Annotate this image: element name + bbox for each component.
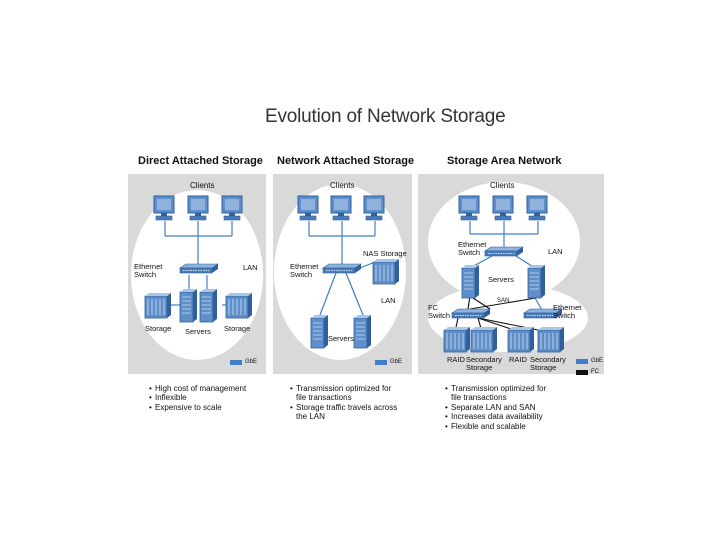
san-fc-swatch bbox=[576, 370, 588, 375]
das-client-icon bbox=[153, 195, 175, 221]
san-client-icon bbox=[458, 195, 480, 221]
das-switch-label: Ethernet Switch bbox=[134, 262, 163, 279]
san-secondary2-label: Secondary Storage bbox=[530, 355, 566, 372]
nas-lan-label: LAN bbox=[381, 296, 396, 305]
nas-servers-label: Servers bbox=[328, 334, 354, 343]
san-switch-label: Ethernet Switch bbox=[458, 240, 487, 257]
nas-switch-label: Ethernet Switch bbox=[290, 262, 319, 279]
nas-storage-icon bbox=[372, 258, 400, 285]
san-client-icon bbox=[492, 195, 514, 221]
nas-server-icon bbox=[310, 314, 329, 349]
nas-server-icon bbox=[353, 314, 372, 349]
das-client-icon bbox=[221, 195, 243, 221]
das-storage-icon bbox=[144, 292, 172, 319]
das-servers-label: Servers bbox=[185, 327, 211, 336]
san-raid-icon bbox=[507, 326, 535, 353]
san-eth-switch2-label: Ethernet Switch bbox=[553, 303, 582, 320]
san-secondary-storage-icon bbox=[537, 326, 565, 353]
das-lan-label: LAN bbox=[243, 263, 258, 272]
nas-legend-gbe: GbE bbox=[390, 359, 403, 365]
san-legend-fc: FC bbox=[591, 369, 599, 375]
das-gbe-swatch bbox=[230, 360, 242, 365]
san-heading: Storage Area Network bbox=[447, 155, 562, 167]
das-bullets: High cost of management Inflexible Expen… bbox=[149, 384, 246, 413]
nas-client-icon bbox=[297, 195, 319, 221]
nas-clients-label: Clients bbox=[330, 181, 355, 190]
nas-client-icon bbox=[330, 195, 352, 221]
san-lan-label: LAN bbox=[548, 247, 563, 256]
san-fc-switch-label: FC Switch bbox=[428, 303, 451, 320]
nas-client-icon bbox=[363, 195, 385, 221]
das-client-icon bbox=[187, 195, 209, 221]
das-heading: Direct Attached Storage bbox=[138, 155, 263, 167]
nas-bullet: Storage traffic travels across the LAN bbox=[290, 403, 397, 422]
san-client-icon bbox=[526, 195, 548, 221]
san-san-label: SAN bbox=[497, 298, 510, 304]
das-storage-icon bbox=[225, 292, 253, 319]
san-bullet: Increases data availability bbox=[445, 412, 546, 422]
san-server-icon bbox=[461, 264, 480, 299]
san-raid-icon bbox=[443, 326, 471, 353]
san-ethernet-switch-icon bbox=[484, 246, 524, 257]
page-title: Evolution of Network Storage bbox=[265, 106, 506, 127]
nas-links bbox=[308, 221, 376, 316]
san-bullet: Separate LAN and SAN bbox=[445, 403, 546, 413]
san-bullet: Flexible and scalable bbox=[445, 422, 546, 432]
das-bullet: High cost of management bbox=[149, 384, 246, 394]
san-bullet: Transmission optimized for file transact… bbox=[445, 384, 546, 403]
nas-bullet: Transmission optimized for file transact… bbox=[290, 384, 397, 403]
das-storage-left-label: Storage bbox=[145, 324, 172, 333]
das-clients-label: Clients bbox=[190, 181, 215, 190]
san-gbe-swatch bbox=[576, 359, 588, 364]
nas-gbe-swatch bbox=[375, 360, 387, 365]
das-server-icon bbox=[199, 288, 218, 323]
das-storage-right-label: Storage bbox=[224, 324, 251, 333]
san-server-icon bbox=[527, 264, 546, 299]
das-switch-icon bbox=[179, 263, 219, 274]
san-servers-label: Servers bbox=[488, 275, 514, 284]
nas-heading: Network Attached Storage bbox=[277, 155, 415, 167]
san-legend-gbe: GbE bbox=[591, 358, 604, 364]
nas-switch-icon bbox=[322, 263, 362, 274]
nas-bullets: Transmission optimized for file transact… bbox=[290, 384, 397, 422]
san-secondary-storage-icon bbox=[470, 326, 498, 353]
san-clients-label: Clients bbox=[490, 181, 515, 190]
san-bullets: Transmission optimized for file transact… bbox=[445, 384, 546, 431]
das-legend-gbe: GbE bbox=[245, 359, 258, 365]
das-server-icon bbox=[179, 288, 198, 323]
san-secondary1-label: Secondary Storage bbox=[466, 355, 502, 372]
nas-storage-label: NAS Storage bbox=[363, 249, 407, 258]
san-fc-switch-icon bbox=[451, 308, 491, 319]
das-bullet: Inflexible bbox=[149, 393, 246, 403]
san-raid1-label: RAID bbox=[447, 355, 465, 364]
san-raid2-label: RAID bbox=[509, 355, 527, 364]
das-bullet: Expensive to scale bbox=[149, 403, 246, 413]
